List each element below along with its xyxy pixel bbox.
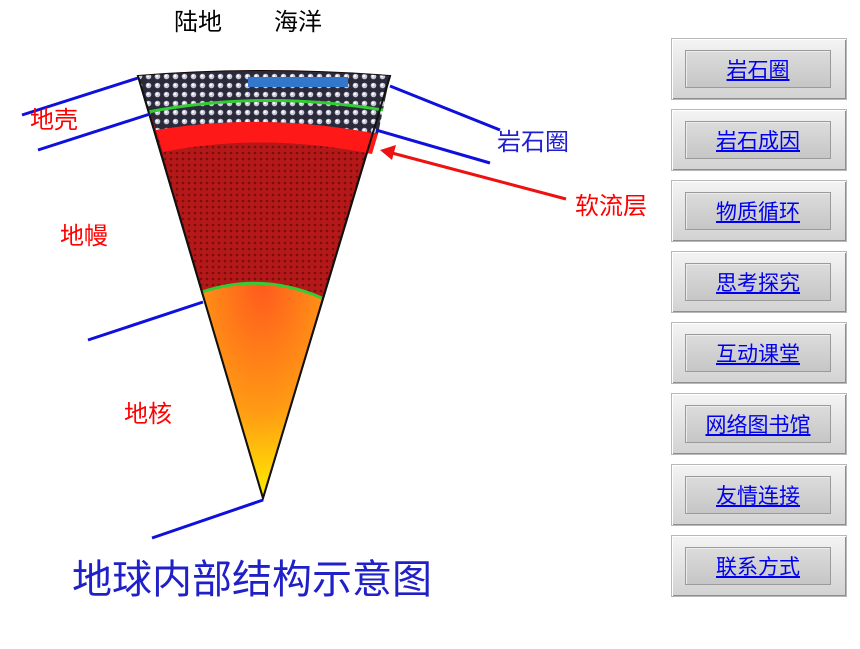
nav-link-interactive-class[interactable]: 互动课堂 <box>716 342 800 366</box>
nav-button-face: 岩石成因 <box>685 121 831 159</box>
core-layer <box>202 283 322 498</box>
nav-link-inquiry[interactable]: 思考探究 <box>716 271 800 295</box>
mantle-label: 地幔 <box>60 222 108 250</box>
lithosphere-leader-top <box>389 84 501 132</box>
nav-link-friend-links[interactable]: 友情连接 <box>716 484 800 508</box>
asthenosphere-layer <box>156 121 378 154</box>
nav-button-contact[interactable]: 联系方式 <box>671 535 847 597</box>
core-leader <box>151 498 264 540</box>
asthenosphere-arrow-line <box>391 151 567 201</box>
crust-label: 地壳 <box>30 106 78 134</box>
nav-link-rock-origin[interactable]: 岩石成因 <box>716 129 800 153</box>
asthenosphere-arrow-head <box>380 145 396 160</box>
nav-button-rock-origin[interactable]: 岩石成因 <box>671 109 847 171</box>
ocean-surface <box>248 77 348 87</box>
nav-link-online-library[interactable]: 网络图书馆 <box>705 413 811 437</box>
core-boundary <box>201 281 323 300</box>
nav-button-face: 联系方式 <box>685 547 831 585</box>
asthenosphere-label: 软流层 <box>575 192 647 220</box>
wedge-outline <box>137 75 391 502</box>
nav-button-face: 网络图书馆 <box>685 405 831 443</box>
diagram-title: 地球内部结构示意图 <box>72 557 432 603</box>
lithosphere-leader-bottom <box>375 128 491 165</box>
ocean-label: 海洋 <box>274 8 322 36</box>
lithosphere-label: 岩石圈 <box>497 128 569 156</box>
leader-lines <box>21 76 501 540</box>
nav-button-friend-links[interactable]: 友情连接 <box>671 464 847 526</box>
nav-button-face: 岩石圈 <box>685 50 831 88</box>
nav-button-lithosphere[interactable]: 岩石圈 <box>671 38 847 100</box>
earth-structure-diagram: 陆地 海洋 地壳 岩石圈 软流层 地幔 地核 地球内部结构示意图 <box>21 8 647 603</box>
nav-link-lithosphere[interactable]: 岩石圈 <box>726 58 790 82</box>
nav-button-face: 友情连接 <box>685 476 831 514</box>
nav-link-contact[interactable]: 联系方式 <box>716 555 800 579</box>
nav-button-face: 思考探究 <box>685 263 831 301</box>
nav-link-material-cycle[interactable]: 物质循环 <box>716 200 800 224</box>
nav-button-interactive-class[interactable]: 互动课堂 <box>671 322 847 384</box>
wedge-graphic <box>21 70 567 540</box>
crust-leader-top <box>21 76 139 117</box>
land-label: 陆地 <box>174 8 222 36</box>
mantle-leader <box>87 300 204 342</box>
crust-leader-bottom <box>37 112 151 152</box>
crust-boundary <box>147 99 384 114</box>
nav-button-face: 物质循环 <box>685 192 831 230</box>
nav-button-online-library[interactable]: 网络图书馆 <box>671 393 847 455</box>
nav-button-material-cycle[interactable]: 物质循环 <box>671 180 847 242</box>
core-label: 地核 <box>124 400 172 428</box>
nav-button-face: 互动课堂 <box>685 334 831 372</box>
nav-button-inquiry[interactable]: 思考探究 <box>671 251 847 313</box>
